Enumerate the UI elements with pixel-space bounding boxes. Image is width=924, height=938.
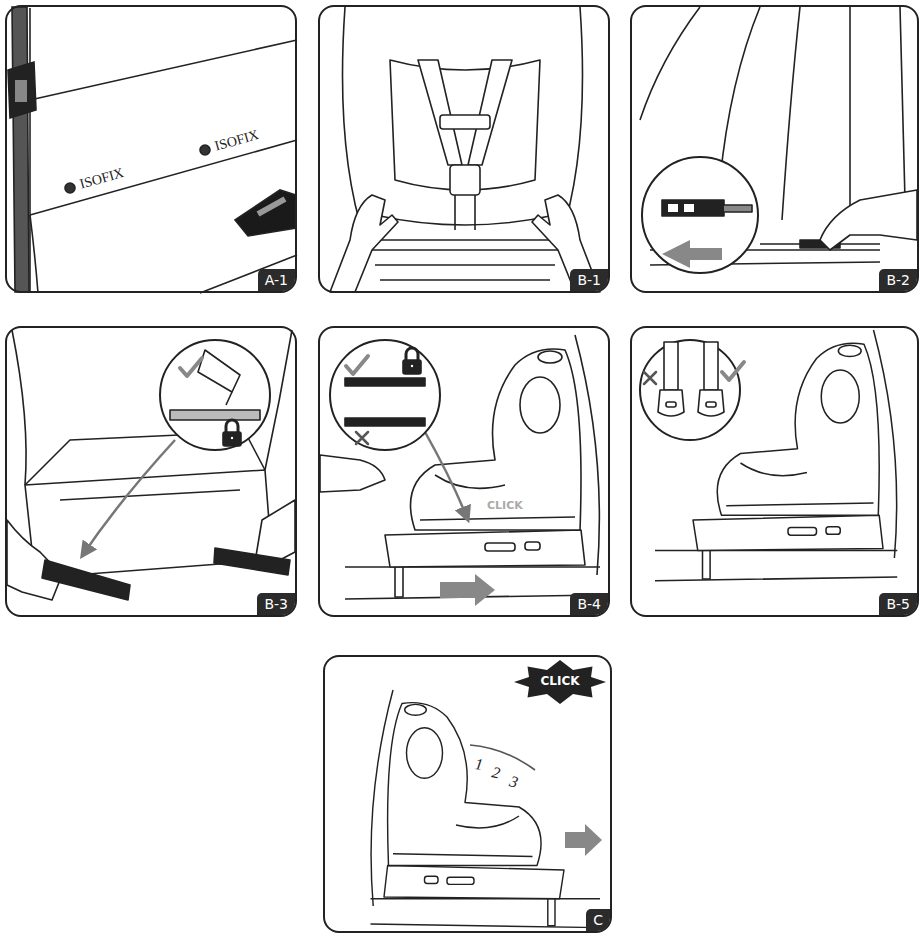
line-art (170, 410, 260, 420)
line-art (375, 215, 555, 225)
line-art (8, 62, 36, 118)
line-art (644, 372, 656, 384)
line-art (662, 240, 722, 268)
step-tag: B-2 (879, 269, 917, 291)
line-art (65, 183, 75, 193)
line-art (565, 824, 602, 856)
line-art (403, 348, 421, 374)
line-art (30, 215, 38, 293)
step-number: 3 (508, 772, 521, 791)
line-art (12, 7, 29, 292)
line-art (706, 402, 716, 407)
line-art (450, 165, 480, 195)
vehicle-seat-art (8, 7, 297, 293)
line-art (180, 358, 202, 376)
isofix-label: ISOFIX (213, 127, 261, 154)
car-seat-front-art (330, 7, 600, 292)
step-tag: B-1 (570, 269, 608, 291)
line-art (200, 255, 297, 293)
line-art (42, 560, 130, 600)
line-art (662, 200, 724, 216)
step-panel: B-1 (318, 5, 610, 293)
line-art (514, 660, 606, 704)
line-art (704, 342, 718, 390)
line-art (642, 157, 758, 273)
step-tag: A-1 (258, 269, 295, 291)
step-tag: B-3 (257, 593, 295, 615)
line-art (30, 140, 297, 215)
line-art (330, 195, 398, 292)
line-art (666, 402, 676, 407)
base-lock-art (7, 330, 295, 600)
line-art (468, 60, 512, 165)
line-art (440, 115, 490, 129)
harness-check-art (640, 330, 897, 581)
line-art (346, 356, 368, 374)
line-art (782, 7, 800, 220)
step-panel: C (323, 655, 612, 933)
line-art (345, 378, 425, 386)
line-art (15, 80, 27, 102)
step-panel: B-4 (318, 326, 610, 617)
line-art (82, 440, 175, 556)
line-art (7, 520, 62, 600)
line-art (226, 392, 232, 405)
step-panel: B-2 (630, 5, 919, 293)
line-art (664, 342, 678, 390)
line-art (60, 490, 240, 500)
line-art (330, 340, 440, 450)
line-art (258, 199, 285, 214)
line-art (722, 362, 744, 380)
line-art (200, 145, 210, 155)
line-art (198, 350, 240, 392)
line-art (418, 60, 462, 165)
step-number: 1 (474, 755, 484, 774)
click-label: CLICK (485, 500, 525, 512)
step-number: 2 (490, 763, 501, 782)
step-tag: C (586, 909, 610, 931)
step-tag: B-4 (570, 593, 608, 615)
line-art (684, 204, 694, 212)
line-art (849, 7, 851, 230)
step-panel: B-3 (5, 326, 297, 617)
line-art (640, 340, 740, 440)
seat-attach-art (320, 335, 600, 606)
click-burst-text: CLICK (540, 675, 579, 688)
line-art (724, 205, 752, 212)
recline-art (371, 660, 607, 928)
line-art (223, 420, 241, 446)
step-panel: B-5 (630, 326, 919, 617)
line-art (900, 7, 905, 200)
line-art (345, 418, 425, 426)
line-art (12, 330, 26, 485)
line-art (30, 40, 297, 100)
line-art (371, 690, 601, 928)
line-art (370, 250, 560, 280)
line-art (820, 190, 917, 250)
step-panel: A-1 (5, 5, 297, 293)
line-art (425, 432, 468, 520)
line-art (320, 455, 385, 492)
step-tag: B-5 (879, 593, 917, 615)
line-art (640, 7, 700, 120)
line-art (356, 432, 368, 444)
isofix-extend-art (640, 7, 917, 273)
isofix-label: ISOFIX (78, 165, 126, 192)
line-art (698, 390, 724, 416)
line-art (720, 7, 760, 180)
line-art (235, 190, 296, 236)
line-art (256, 500, 295, 562)
line-art (440, 574, 495, 606)
line-art (668, 204, 678, 212)
line-art (658, 390, 684, 416)
line-art (214, 548, 290, 575)
line-art (160, 340, 270, 450)
